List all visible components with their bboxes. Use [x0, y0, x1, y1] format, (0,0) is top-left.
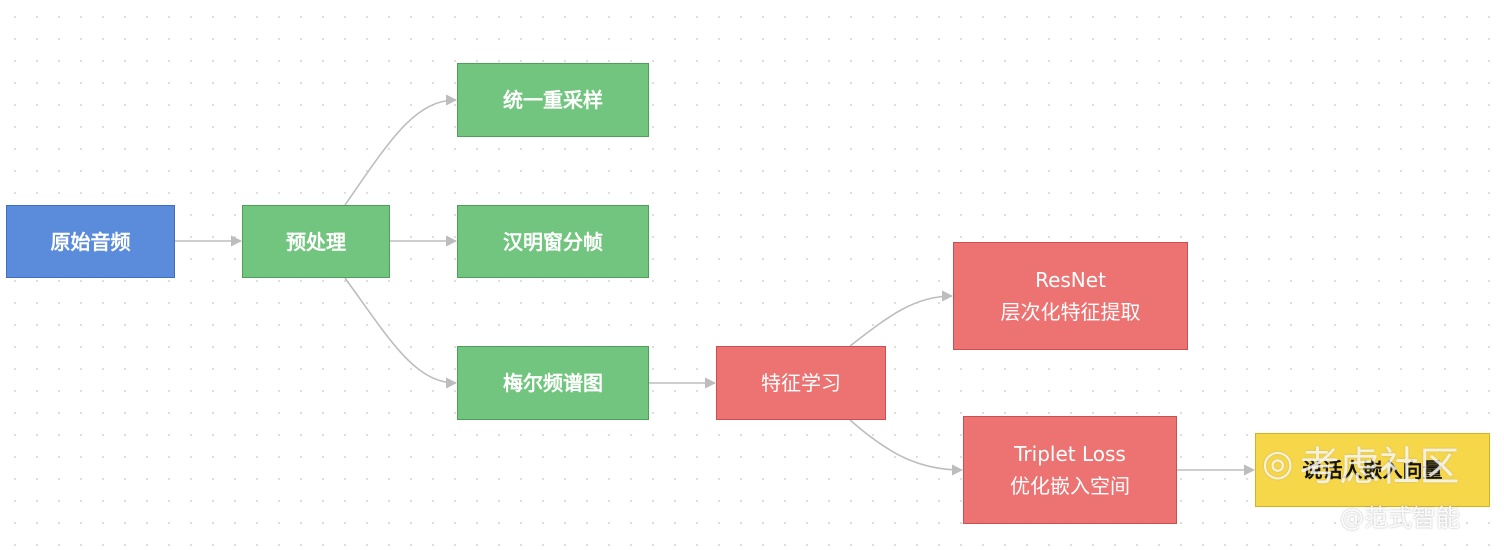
- node-mel-spectrogram-label: 梅尔频谱图: [503, 371, 603, 395]
- node-resample-label: 统一重采样: [503, 88, 603, 112]
- node-hamming-window-label: 汉明窗分帧: [503, 229, 603, 254]
- node-hamming-window: 汉明窗分帧: [457, 205, 649, 278]
- node-feature-learning: 特征学习: [716, 346, 886, 420]
- node-resnet-subtitle: 层次化特征提取: [1000, 300, 1141, 324]
- node-resnet-title: ResNet: [1035, 268, 1106, 292]
- edge-pre-resample: [344, 94, 458, 206]
- node-resnet: ResNet 层次化特征提取: [953, 242, 1188, 350]
- node-triplet-loss: Triplet Loss 优化嵌入空间: [963, 416, 1177, 524]
- node-preprocessing-label: 预处理: [286, 229, 346, 254]
- node-preprocessing: 预处理: [242, 205, 390, 278]
- node-mel-spectrogram: 梅尔频谱图: [457, 346, 649, 420]
- node-speaker-embedding: 说话人嵌入向量: [1255, 433, 1490, 507]
- node-triplet-loss-title: Triplet Loss: [1014, 442, 1126, 466]
- node-speaker-embedding-label: 说话人嵌入向量: [1302, 458, 1443, 482]
- node-feature-learning-label: 特征学习: [761, 371, 841, 395]
- node-resample: 统一重采样: [457, 63, 649, 137]
- edge-feature-resnet: [849, 290, 954, 347]
- edge-feature-triplet: [849, 419, 964, 476]
- node-triplet-loss-subtitle: 优化嵌入空间: [1010, 474, 1130, 498]
- node-raw-audio: 原始音频: [6, 205, 175, 278]
- edge-pre-mel: [344, 277, 458, 389]
- node-raw-audio-label: 原始音频: [50, 229, 131, 254]
